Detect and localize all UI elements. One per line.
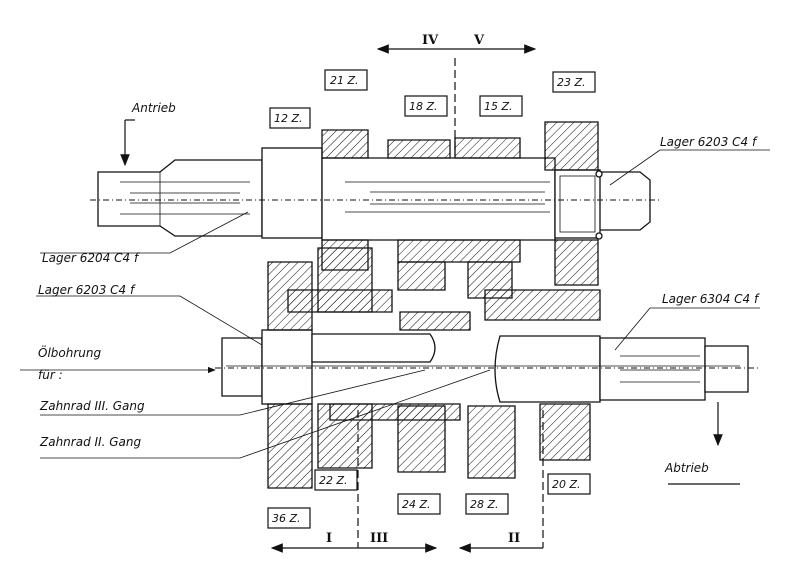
tooth-box-23: 23 Z. <box>552 71 596 93</box>
tooth-box-24: 24 Z. <box>397 493 441 515</box>
label-lager-6304: Lager 6304 C4 f <box>662 292 760 306</box>
label-zahnrad-3: Zahnrad III. Gang <box>39 399 145 413</box>
gear-iv: IV <box>422 33 439 48</box>
tooth-36: 36 Z. <box>272 512 301 525</box>
tooth-21: 21 Z. <box>330 74 359 87</box>
tooth-box-21: 21 Z. <box>324 69 368 91</box>
gear-ii: II <box>508 531 520 546</box>
tooth-box-15: 15 Z. <box>479 95 523 117</box>
tooth-23: 23 Z. <box>557 76 586 89</box>
label-antrieb: Antrieb <box>131 101 176 115</box>
tooth-box-20: 20 Z. <box>547 473 591 495</box>
tooth-22: 22 Z. <box>319 474 348 487</box>
tooth-18: 18 Z. <box>409 100 438 113</box>
label-fuer: für : <box>38 368 63 382</box>
tooth-12: 12 Z. <box>274 112 303 125</box>
tooth-28: 28 Z. <box>470 498 499 511</box>
gear-v: V <box>473 33 485 48</box>
tooth-box-12: 12 Z. <box>269 107 311 129</box>
output-shaft <box>221 329 749 405</box>
label-abtrieb: Abtrieb <box>664 461 709 475</box>
leader-lager-6203-left <box>36 295 263 346</box>
tooth-15: 15 Z. <box>484 100 513 113</box>
tooth-20: 20 Z. <box>552 478 581 491</box>
tooth-box-18: 18 Z. <box>404 95 448 117</box>
label-lager-6204: Lager 6204 C4 f <box>42 251 140 265</box>
gear-iii: III <box>370 531 388 546</box>
gear-i: I <box>326 531 332 546</box>
upper-bearings <box>554 169 603 240</box>
tooth-box-36: 36 Z. <box>267 507 311 529</box>
label-zahnrad-2: Zahnrad II. Gang <box>39 435 141 449</box>
label-oelbohrung: Ölbohrung <box>38 344 101 360</box>
label-lager-6203-left: Lager 6203 C4 f <box>38 283 136 297</box>
leader-lager-6204 <box>40 211 249 254</box>
tooth-24: 24 Z. <box>402 498 431 511</box>
tooth-box-22: 22 Z. <box>314 469 358 491</box>
label-lager-6203-top: Lager 6203 C4 f <box>660 135 758 149</box>
tooth-box-28: 28 Z. <box>465 493 509 515</box>
lower-gears <box>267 247 601 489</box>
